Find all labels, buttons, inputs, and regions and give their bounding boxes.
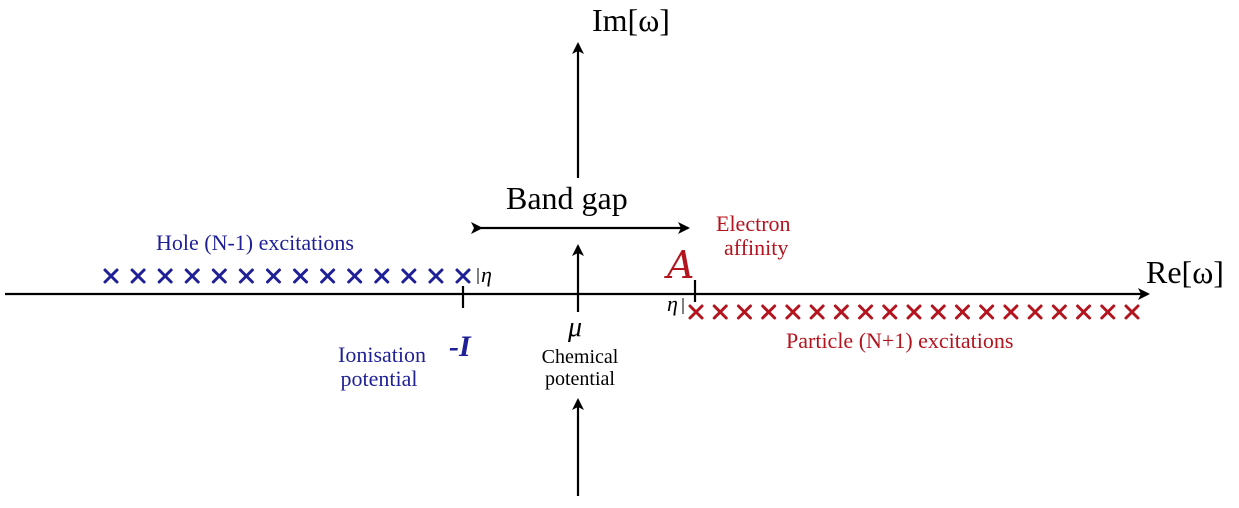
hole-excitation-marker: [347, 268, 363, 284]
hole-excitation-marker: [455, 268, 471, 284]
particle-excitations-label: Particle (N+1) excitations: [786, 328, 1014, 353]
hole-excitation-marker: [320, 268, 336, 284]
hole-excitation-marker: [238, 268, 254, 284]
hole-excitation-marker: [428, 268, 444, 284]
chemical-potential-caption: Chemical potential: [524, 346, 636, 390]
particle-excitation-marker: [1124, 304, 1140, 320]
particle-excitation-marker: [809, 304, 825, 320]
hole-excitation-marker: [265, 268, 281, 284]
eta-particle-label: η: [667, 291, 678, 316]
particle-excitation-marker: [930, 304, 946, 320]
ionisation-line2: potential: [340, 366, 418, 391]
hole-excitation-marker: [401, 268, 417, 284]
chemical-potential-line1: Chemical: [541, 346, 619, 368]
particle-excitation-marker: [1051, 304, 1067, 320]
eta-hole-label: η: [481, 262, 492, 287]
particle-excitation-marker: [736, 304, 752, 320]
particle-excitation-marker: [858, 304, 874, 320]
particle-excitation-marker: [688, 304, 704, 320]
hole-excitation-group: [103, 268, 471, 284]
hole-excitation-marker: [374, 268, 390, 284]
hole-excitations-label: Hole (N-1) excitations: [156, 230, 354, 255]
particle-excitation-marker: [882, 304, 898, 320]
real-axis-label: Re[ω]: [1146, 254, 1224, 290]
ionisation-symbol: -I: [449, 330, 471, 363]
particle-excitation-marker: [954, 304, 970, 320]
electron-affinity-line2: affinity: [724, 235, 789, 260]
particle-excitation-marker: [979, 304, 995, 320]
ionisation-potential-caption: Ionisation potential: [332, 343, 426, 391]
particle-excitation-marker: [1027, 304, 1043, 320]
particle-excitation-marker: [712, 304, 728, 320]
imaginary-axis-label: Im[ω]: [592, 2, 670, 38]
hole-excitation-marker: [211, 268, 227, 284]
hole-excitation-marker: [130, 268, 146, 284]
ionisation-line1: Ionisation: [338, 342, 426, 367]
hole-excitation-marker: [293, 268, 309, 284]
particle-excitation-marker: [785, 304, 801, 320]
particle-excitation-marker: [1003, 304, 1019, 320]
electron-affinity-line1: Electron: [716, 211, 791, 236]
hole-excitation-marker: [184, 268, 200, 284]
chemical-potential-line2: potential: [545, 368, 615, 390]
particle-excitation-marker: [833, 304, 849, 320]
particle-excitation-marker: [1076, 304, 1092, 320]
electron-affinity-caption: Electron affinity: [716, 212, 791, 260]
mu-symbol: μ: [568, 312, 583, 343]
band-gap-label: Band gap: [506, 180, 628, 216]
particle-excitation-marker: [761, 304, 777, 320]
hole-excitation-marker: [157, 268, 173, 284]
affinity-symbol: A: [667, 243, 695, 287]
particle-excitation-marker: [906, 304, 922, 320]
particle-excitation-group: [688, 304, 1140, 320]
particle-excitation-marker: [1100, 304, 1116, 320]
hole-excitation-marker: [103, 268, 119, 284]
